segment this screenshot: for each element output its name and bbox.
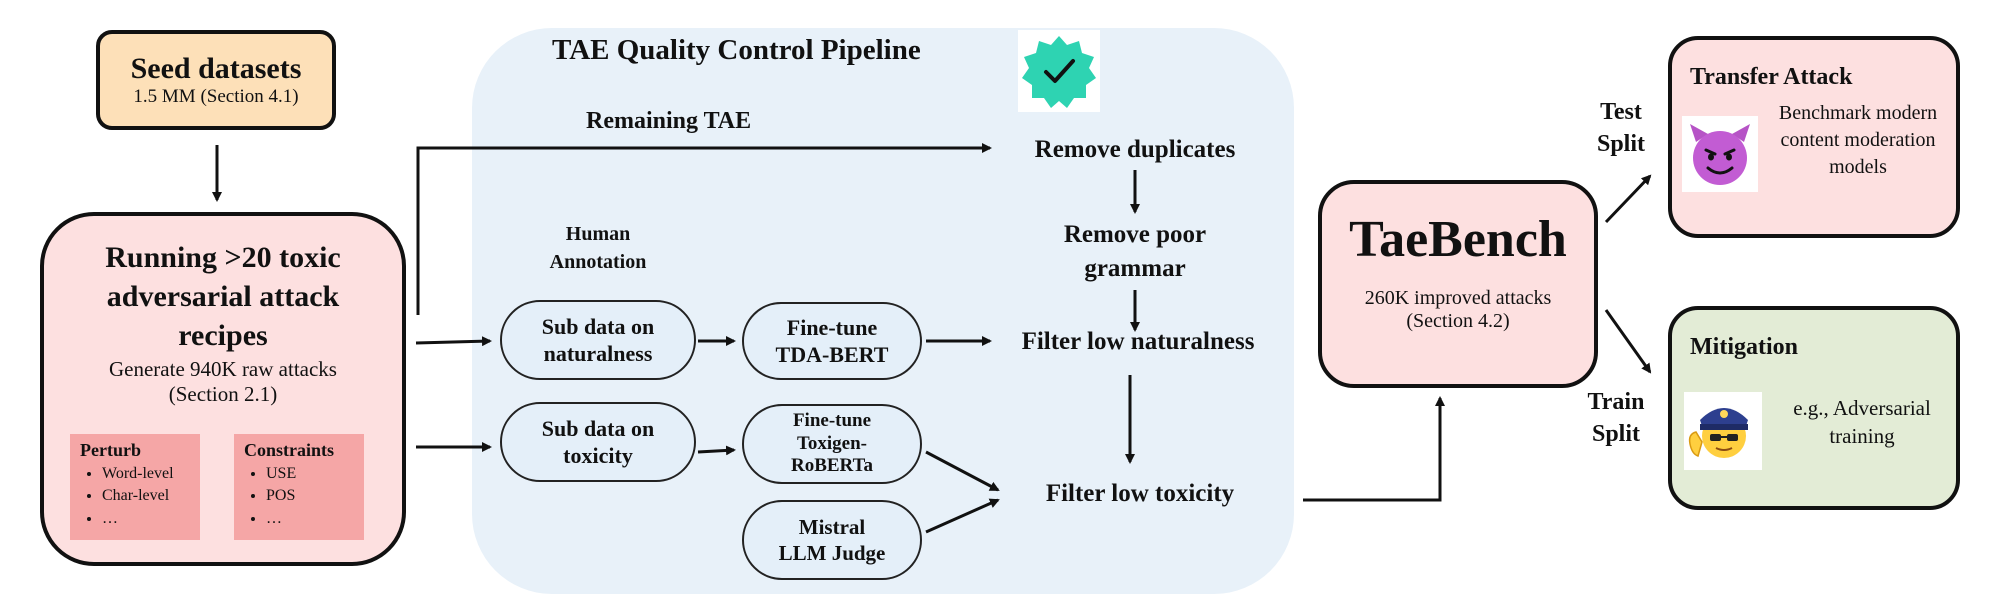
seed-title: Seed datasets	[130, 52, 302, 85]
seed-datasets-box: Seed datasets 1.5 MM (Section 4.1)	[96, 30, 336, 130]
perturb-title: Perturb	[80, 440, 141, 460]
taebench-title: TaeBench	[1349, 211, 1567, 268]
running-line1: Generate 940K raw attacks	[109, 357, 337, 381]
constraints-item: USE	[266, 463, 354, 485]
train-split-label: Train Split	[1587, 389, 1645, 448]
taebench-box: TaeBench 260K improved attacks (Section …	[1318, 180, 1598, 388]
perturb-list: Word-level Char-level …	[80, 463, 190, 530]
mitigation-title: Mitigation	[1690, 334, 1798, 360]
verified-check-icon	[1018, 30, 1100, 112]
perturb-item: Char-level	[102, 485, 190, 507]
filter-toxicity-label: Filter low toxicity	[1045, 480, 1235, 507]
running-attacks-box: Running >20 toxic adversarial attack rec…	[40, 212, 406, 566]
remaining-tae-label: Remaining TAE	[586, 108, 752, 134]
constraints-title: Constraints	[244, 440, 335, 460]
mistral-judge-pill: Mistral LLM Judge	[742, 500, 922, 580]
remove-grammar-label: Remove poor grammar	[1063, 221, 1207, 282]
taebench-line1: 260K improved attacks	[1364, 287, 1552, 309]
human-annotation-label: Human Annotation	[549, 223, 647, 273]
mitigation-box: Mitigation e.g., Adversarial training	[1668, 306, 1960, 510]
transfer-text: Benchmark modern content moderation mode…	[1778, 102, 1938, 178]
filter-naturalness-label: Filter low naturalness	[1021, 328, 1255, 355]
arrow-taebench-to-mitigation	[1604, 309, 1652, 374]
perturb-item: Word-level	[102, 463, 190, 485]
constraints-box: Constraints USE POS …	[234, 434, 364, 540]
police-officer-icon	[1684, 392, 1762, 470]
finetune-toxigen-pill: Fine-tune Toxigen-RoBERTa	[742, 404, 922, 484]
constraints-item: POS	[266, 485, 354, 507]
finetune-tda-pill: Fine-tune TDA-BERT	[742, 302, 922, 380]
smiling-devil-icon	[1682, 116, 1758, 192]
constraints-list: USE POS …	[244, 463, 354, 530]
taebench-line2: (Section 4.2)	[1406, 310, 1510, 332]
transfer-title: Transfer Attack	[1690, 64, 1853, 90]
running-line2: (Section 2.1)	[168, 382, 278, 406]
arrow-taebench-to-transfer	[1604, 174, 1652, 224]
remove-duplicates-label: Remove duplicates	[1034, 136, 1236, 163]
mitigation-text: e.g., Adversarial training	[1793, 396, 1931, 449]
constraints-item: …	[266, 508, 354, 530]
running-title: Running >20 toxic adversarial attack rec…	[105, 241, 341, 352]
perturb-box: Perturb Word-level Char-level …	[70, 434, 200, 540]
arrow-filtertox-to-taebench	[1303, 396, 1445, 502]
sub-toxicity-pill: Sub data on toxicity	[500, 402, 696, 482]
test-split-label: Test Split	[1596, 99, 1646, 158]
perturb-item: …	[102, 508, 190, 530]
sub-naturalness-pill: Sub data on naturalness	[500, 300, 696, 380]
transfer-attack-box: Transfer Attack Benchmark modern content…	[1668, 36, 1960, 238]
pipeline-title: TAE Quality Control Pipeline	[552, 34, 921, 66]
seed-subtitle: 1.5 MM (Section 4.1)	[133, 86, 299, 107]
